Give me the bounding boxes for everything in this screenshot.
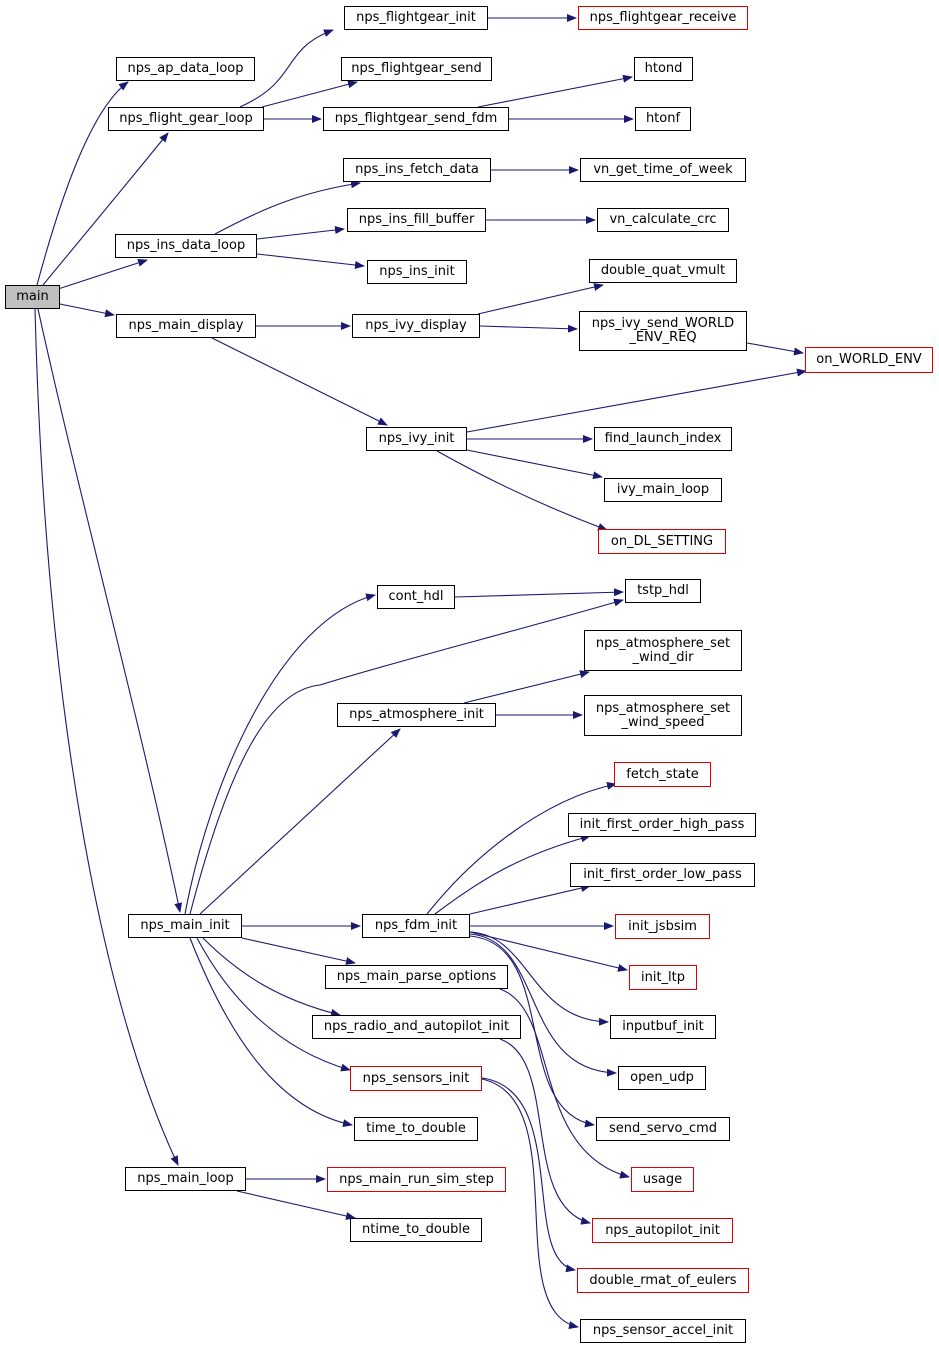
edge-idl-ins-fetch xyxy=(214,180,361,235)
node-parse-options[interactable]: nps_main_parse_options xyxy=(325,965,508,989)
edge-fgl-fg-init xyxy=(239,29,334,108)
node-ivy-display[interactable]: nps_ivy_display xyxy=(352,314,480,338)
node-send-servo[interactable]: send_servo_cmd xyxy=(596,1117,730,1141)
node-ins-fetch[interactable]: nps_ins_fetch_data xyxy=(343,158,491,182)
edge-ivd-ivy-send-world xyxy=(479,324,578,333)
edge-main-main-loop xyxy=(34,308,179,1166)
node-on-dl-setting[interactable]: on_DL_SETTING xyxy=(598,529,726,554)
node-main-init[interactable]: nps_main_init xyxy=(128,914,242,938)
edge-main-ins-data-loop xyxy=(54,258,148,291)
node-ivy-init[interactable]: nps_ivy_init xyxy=(366,427,467,451)
edge-sensors-sensor-accel xyxy=(481,1078,579,1329)
node-atm-wind-speed[interactable]: nps_atmosphere_set _wind_speed xyxy=(584,695,742,736)
edge-mi-cont-hdl xyxy=(184,593,376,915)
edge-main-main-display xyxy=(54,302,115,318)
edge-fdm-fetch-state xyxy=(426,781,617,915)
node-usage[interactable]: usage xyxy=(631,1167,694,1192)
node-fdm-init[interactable]: nps_fdm_init xyxy=(362,914,470,938)
node-atm-init[interactable]: nps_atmosphere_init xyxy=(337,703,496,727)
node-ins-fill[interactable]: nps_ins_fill_buffer xyxy=(347,208,486,232)
node-sensors-init[interactable]: nps_sensors_init xyxy=(350,1066,482,1091)
node-vn-time[interactable]: vn_get_time_of_week xyxy=(580,158,746,182)
node-run-sim-step[interactable]: nps_main_run_sim_step xyxy=(327,1167,506,1192)
edge-mi-radio-ap-init xyxy=(202,937,341,1017)
node-fg-receive[interactable]: nps_flightgear_receive xyxy=(578,6,748,30)
node-ap-init[interactable]: nps_autopilot_init xyxy=(592,1218,733,1243)
node-dq-vmult[interactable]: double_quat_vmult xyxy=(589,259,737,283)
edge-main-ap-data-loop xyxy=(36,81,129,286)
node-fg-send-fdm[interactable]: nps_flightgear_send_fdm xyxy=(323,107,509,131)
node-tstp-hdl[interactable]: tstp_hdl xyxy=(625,579,701,603)
edge-fdm-open-udp xyxy=(469,933,617,1077)
node-rmat-eulers[interactable]: double_rmat_of_eulers xyxy=(577,1268,749,1293)
edge-ml-ntime-to-double xyxy=(236,1190,356,1220)
edge-md-ivy-init xyxy=(211,337,388,426)
edge-ivyinit-on-dl-setting xyxy=(436,450,608,531)
edge-idl-ins-fill xyxy=(256,226,345,240)
edge-atm-wind-dir xyxy=(463,670,590,704)
edge-main-flight-gear-loop xyxy=(42,132,169,286)
node-sensor-accel[interactable]: nps_sensor_accel_init xyxy=(580,1319,746,1343)
edge-fdm-init-ltp xyxy=(469,931,628,972)
node-htond[interactable]: htond xyxy=(634,57,693,81)
edge-sensors-rmat-eulers xyxy=(481,1077,576,1273)
node-atm-wind-dir[interactable]: nps_atmosphere_set _wind_dir xyxy=(584,630,742,671)
edge-ivyinit-on-world-env xyxy=(466,368,807,433)
node-init-jsbsim[interactable]: init_jsbsim xyxy=(615,914,710,939)
node-radio-ap-init[interactable]: nps_radio_and_autopilot_init xyxy=(312,1015,521,1039)
edge-fdm-init-lp xyxy=(469,884,591,915)
edge-fdm-inputbuf xyxy=(469,931,609,1026)
node-init-lp[interactable]: init_first_order_low_pass xyxy=(570,863,755,887)
edge-fdm-init-hp xyxy=(434,834,591,915)
node-open-udp[interactable]: open_udp xyxy=(618,1066,706,1090)
edge-mi-time-to-double xyxy=(189,937,353,1128)
edge-fdm-htond xyxy=(477,74,633,108)
edge-parse-usage xyxy=(499,988,630,1179)
node-ins-init[interactable]: nps_ins_init xyxy=(367,260,467,284)
node-fetch-state[interactable]: fetch_state xyxy=(614,762,711,787)
edge-mi-parse-options xyxy=(241,937,356,965)
node-ins-data-loop[interactable]: nps_ins_data_loop xyxy=(115,234,257,258)
edge-ivyinit-ivy-main-loop xyxy=(466,449,603,480)
node-flight-gear-loop[interactable]: nps_flight_gear_loop xyxy=(108,107,264,131)
edge-mi-tstp-hdl xyxy=(189,598,624,915)
node-find-launch[interactable]: find_launch_index xyxy=(594,427,732,451)
edge-ivd-dq-vmult xyxy=(477,283,604,315)
node-ivy-send-world[interactable]: nps_ivy_send_WORLD _ENV_REQ xyxy=(579,311,747,351)
node-cont-hdl[interactable]: cont_hdl xyxy=(377,585,455,609)
node-init-ltp[interactable]: init_ltp xyxy=(629,965,697,990)
edge-fgl-fg-send xyxy=(261,80,358,108)
node-ivy-main-loop[interactable]: ivy_main_loop xyxy=(604,478,722,502)
edge-fdm-send-servo xyxy=(469,935,595,1128)
node-main-loop[interactable]: nps_main_loop xyxy=(125,1167,246,1191)
edge-cont-tstp-hdl xyxy=(454,588,624,598)
node-ap-data-loop[interactable]: nps_ap_data_loop xyxy=(116,57,255,81)
node-on-world-env[interactable]: on_WORLD_ENV xyxy=(805,347,933,373)
edge-main-main-init xyxy=(37,308,183,913)
node-time-to-double[interactable]: time_to_double xyxy=(354,1117,478,1141)
edge-radio-ap-init xyxy=(499,1038,591,1225)
node-main-display[interactable]: nps_main_display xyxy=(116,314,256,338)
node-main[interactable]: main xyxy=(5,285,60,309)
edge-world-on-world-env xyxy=(746,342,804,356)
node-fg-init[interactable]: nps_flightgear_init xyxy=(344,6,488,30)
edge-idl-ins-init xyxy=(256,253,365,269)
edge-mi-sensors-init xyxy=(196,937,351,1072)
node-vn-crc[interactable]: vn_calculate_crc xyxy=(597,208,729,232)
node-htonf[interactable]: htonf xyxy=(635,107,691,131)
node-init-hp[interactable]: init_first_order_high_pass xyxy=(568,813,756,837)
node-ntime-to-double[interactable]: ntime_to_double xyxy=(350,1218,482,1242)
node-inputbuf-init[interactable]: inputbuf_init xyxy=(610,1015,716,1039)
edge-mi-atm-init xyxy=(199,728,401,915)
node-fg-send[interactable]: nps_flightgear_send xyxy=(341,57,492,81)
